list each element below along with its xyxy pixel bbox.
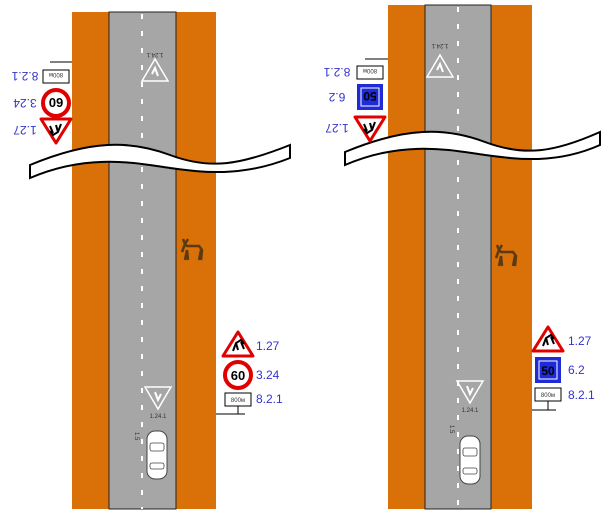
road-marking-label-bottom: 1.24.1 bbox=[150, 414, 167, 420]
plate-text: 800м bbox=[49, 71, 63, 77]
warning-sign-icon bbox=[353, 115, 387, 143]
left-scheme: 1.24.1 1.24.1 1.5 800м 60 8.2.1 3.24 1.2… bbox=[11, 11, 291, 510]
warning-sign-icon bbox=[531, 325, 565, 353]
right-road bbox=[424, 4, 492, 510]
car-icon bbox=[459, 435, 481, 485]
left-break-line bbox=[29, 143, 291, 180]
sign-label: 8.2.1 bbox=[11, 69, 38, 83]
sign-label: 1.27 bbox=[13, 123, 37, 137]
sign-label: 1.27 bbox=[256, 339, 280, 353]
warning-sign-icon bbox=[221, 330, 255, 358]
sign-label: 3.24 bbox=[13, 96, 37, 110]
sign-label: 8.2.1 bbox=[256, 392, 283, 406]
road-marking-label-top: 1.24.1 bbox=[431, 42, 448, 48]
sign-label: 6.2 bbox=[328, 90, 345, 104]
car-icon bbox=[146, 430, 168, 480]
sign-label: 8.2.1 bbox=[568, 388, 595, 402]
speed-value: 50 bbox=[363, 89, 377, 103]
plate-8-2-1-sign bbox=[42, 69, 70, 84]
plate-text: 800м bbox=[541, 393, 555, 399]
sign-label: 1.27 bbox=[568, 334, 592, 348]
right-scheme: 1.24.1 1.24.1 1.5 800м 50 8.2.1 6.2 1.27… bbox=[323, 4, 601, 510]
lane-marking-label: 1.5 bbox=[133, 432, 139, 441]
plate-text: 800м bbox=[363, 67, 377, 73]
speed-value: 50 bbox=[541, 364, 555, 378]
road-marking-label-bottom: 1.24.1 bbox=[462, 408, 479, 414]
lane-marking-label: 1.5 bbox=[448, 425, 454, 434]
speed-limit-sign bbox=[223, 360, 253, 390]
road-marking-label-top: 1.24.1 bbox=[146, 51, 163, 57]
speed-limit-sign bbox=[41, 88, 71, 118]
speed-value: 60 bbox=[49, 95, 63, 110]
warning-sign-icon bbox=[39, 117, 73, 145]
right-break-line bbox=[344, 130, 601, 167]
plate-8-2-1-sign bbox=[356, 65, 384, 80]
sign-label: 8.2.1 bbox=[323, 65, 350, 79]
sign-label: 1.27 bbox=[325, 121, 349, 135]
sign-label: 6.2 bbox=[568, 363, 585, 377]
speed-value: 60 bbox=[231, 368, 245, 383]
sign-label: 3.24 bbox=[256, 368, 280, 382]
plate-text: 800м bbox=[231, 398, 245, 404]
